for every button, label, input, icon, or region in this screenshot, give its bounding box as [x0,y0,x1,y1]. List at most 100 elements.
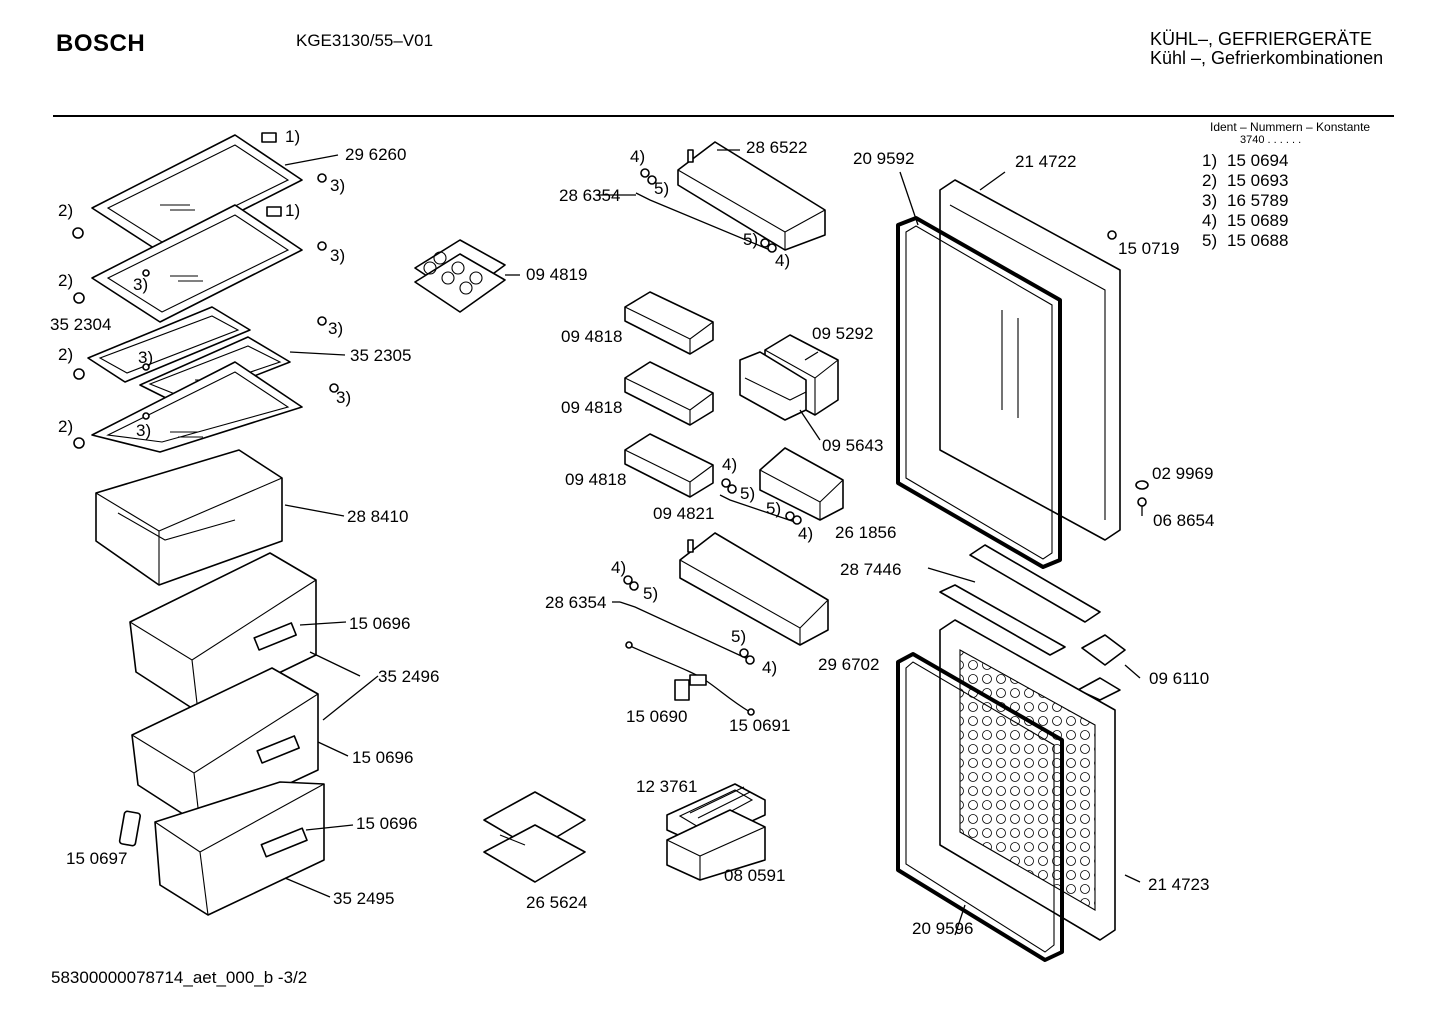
part-label-080591: 08 0591 [724,866,785,885]
freezer-door-214723[interactable] [939,619,1116,941]
door-shelf-296702[interactable] [679,532,829,646]
part-label-095643: 09 5643 [822,436,883,455]
part-label-094821: 09 4821 [653,504,714,523]
part-label-287446: 28 7446 [840,560,901,579]
rail-094821[interactable] [719,478,802,525]
part-label-4b: 4) [775,251,790,270]
seal-150697[interactable] [118,810,141,847]
model-number: KGE3130/55–V01 [296,31,434,50]
part-label-3b: 3) [330,246,345,265]
header-divider [53,115,1394,117]
screw-068654-icon [1137,497,1147,516]
part-label-4c: 4) [722,455,737,474]
cold-pack-265624[interactable] [483,791,586,883]
part-label-352495: 35 2495 [333,889,394,908]
part-label-4d: 4) [798,524,813,543]
cap-029969[interactable] [1135,480,1149,490]
part-label-2a: 2) [58,201,73,220]
part-label-4a: 4) [630,147,645,166]
part-label-209592: 20 9592 [853,149,914,168]
ident-value-5: 15 0688 [1227,231,1289,250]
rail-286354-a[interactable] [635,168,777,253]
part-label-214722: 21 4722 [1015,152,1076,171]
clip-3-icon [142,173,339,420]
connector-150691[interactable] [747,708,755,716]
part-label-261856: 26 1856 [835,523,896,542]
part-number-labels: 29 6260 1) 3) 2) 1) 3) 2) 3) 35 2304 3) 2) 3) 35 230… [50,127,1214,938]
fridge-door-214722[interactable] [939,179,1121,541]
part-label-094819: 09 4819 [526,265,587,284]
hinge-096110[interactable] [1077,634,1126,701]
ident-key-4: 4) [1202,211,1218,230]
part-label-095292: 09 5292 [812,324,873,343]
part-label-150690: 15 0690 [626,707,687,726]
plug-150719[interactable] [1107,230,1117,240]
rail-286354-b[interactable] [619,575,755,665]
part-label-265624: 26 5624 [526,893,587,912]
door-shelf-286522[interactable] [677,141,826,251]
bin-261856[interactable] [759,447,844,521]
part-label-352305: 35 2305 [350,346,411,365]
part-label-029969: 02 9969 [1152,464,1213,483]
bin-094818-a[interactable] [624,291,714,355]
ice-container-080591[interactable] [666,809,766,881]
part-label-5b: 5) [743,230,758,249]
part-label-3a: 3) [330,176,345,195]
part-label-150696b: 15 0696 [352,748,413,767]
part-label-2b: 2) [58,271,73,290]
part-label-2d: 2) [58,417,73,436]
bin-094818-c[interactable] [624,433,714,498]
glass-shelf-4[interactable] [91,361,303,453]
part-label-096110: 09 6110 [1149,669,1209,688]
ident-key-5: 5) [1202,231,1218,250]
part-label-3g: 3) [136,421,151,440]
glass-shelf-352304[interactable] [87,306,251,383]
crisper-cover-288410[interactable] [95,449,283,586]
door-gasket-209596[interactable] [896,652,1064,962]
glass-shelf-296260[interactable] [91,134,303,253]
part-label-094818c: 09 4818 [565,470,626,489]
part-label-296260: 29 6260 [345,145,406,164]
ident-value-2: 15 0693 [1227,171,1289,190]
clip-2-icon [72,227,85,449]
light-switch-150690[interactable] [625,641,751,713]
egg-tray-094819[interactable] [414,239,506,313]
part-label-5c: 5) [740,484,755,503]
brand-logo: BOSCH [56,30,146,57]
part-label-5d: 5) [766,499,781,518]
part-label-4e: 4) [611,558,626,577]
butter-flap-095643[interactable] [739,351,807,421]
part-label-5f: 5) [731,627,746,646]
part-label-5e: 5) [643,584,658,603]
part-label-3d: 3) [328,319,343,338]
part-label-150696a: 15 0696 [349,614,410,633]
part-label-352304: 35 2304 [50,315,111,334]
part-label-288410: 28 8410 [347,507,408,526]
category-subtitle: Kühl –, Gefrierkombinationen [1150,48,1384,68]
part-label-150719: 15 0719 [1118,239,1179,258]
part-label-068654: 06 8654 [1153,511,1214,530]
category-title: KÜHL–, GEFRIERGERÄTE [1150,29,1373,49]
part-label-094818a: 09 4818 [561,327,622,346]
part-label-352496: 35 2496 [378,667,439,686]
part-label-3f: 3) [336,388,351,407]
part-label-286354a: 28 6354 [559,186,620,205]
part-label-1b: 1) [285,201,300,220]
part-label-4f: 4) [762,658,777,677]
bin-094818-b[interactable] [624,361,714,426]
ident-table-title: Ident – Nummern – Konstante [1210,120,1371,134]
part-label-286354b: 28 6354 [545,593,606,612]
part-label-5a: 5) [654,179,669,198]
part-label-2c: 2) [58,345,73,364]
part-label-3e: 3) [138,348,153,367]
part-label-1a: 1) [285,127,300,146]
ident-value-3: 16 5789 [1227,191,1289,210]
part-label-150696c: 15 0696 [356,814,417,833]
glass-shelf-2[interactable] [91,204,303,323]
part-label-123761: 12 3761 [636,777,697,796]
ident-value-1: 15 0694 [1227,151,1289,170]
cover-strip-287446[interactable] [939,544,1101,656]
drawer-352495[interactable] [154,781,325,916]
ident-key-3: 3) [1202,191,1218,210]
